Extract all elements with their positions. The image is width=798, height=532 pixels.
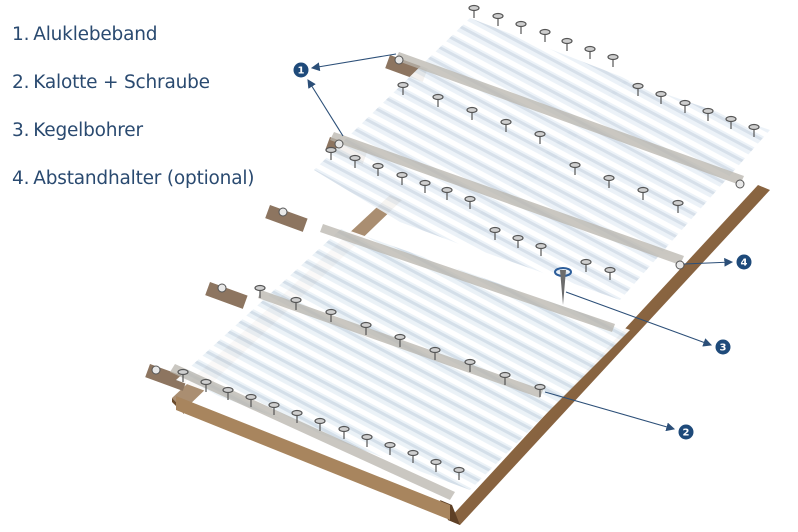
legend-number: 1.: [12, 24, 30, 45]
screw-row-upper: [325, 146, 616, 280]
callout-marker-4: 4: [736, 254, 752, 270]
callout-marker-1: 1: [293, 62, 309, 78]
svg-text:1: 1: [298, 66, 305, 77]
cone-drill-icon: [554, 267, 572, 305]
svg-text:2: 2: [683, 428, 690, 439]
screw-row-top: [468, 4, 760, 137]
legend-item-abstandhalter: 4.Abstandhalter (optional): [12, 166, 254, 214]
legend: 1.Aluklebeband 2.Kalotte + Schraube 3.Ke…: [12, 22, 254, 214]
upper-right-corrugated-panel: [450, 80, 770, 300]
legend-label: Kegelbohrer: [33, 120, 143, 141]
legend-item-aluklebeband: 1.Aluklebeband: [12, 22, 254, 70]
aluminium-tape-strips: [170, 52, 744, 500]
legend-label: Abstandhalter (optional): [33, 168, 255, 189]
legend-label: Kalotte + Schraube: [33, 72, 210, 93]
screw-row-middle: [254, 284, 546, 397]
upper-left-corrugated-panel: [314, 18, 630, 248]
callout-marker-2: 2: [678, 424, 694, 440]
legend-label: Aluklebeband: [33, 24, 158, 45]
svg-text:4: 4: [741, 258, 748, 269]
screw-row-bottom: [177, 368, 465, 480]
legend-number: 4.: [12, 168, 30, 189]
legend-item-kegelbohrer: 3.Kegelbohrer: [12, 118, 254, 166]
legend-item-kalotte-schraube: 2.Kalotte + Schraube: [12, 70, 254, 118]
legend-number: 3.: [12, 120, 30, 141]
svg-text:3: 3: [720, 343, 727, 354]
screws: [177, 4, 760, 480]
screw-field-scattered: [397, 81, 684, 213]
callout-marker-3: 3: [715, 339, 731, 355]
callout-leaders: [307, 53, 734, 432]
legend-number: 2.: [12, 72, 30, 93]
purlin-end-clips: [151, 55, 745, 375]
